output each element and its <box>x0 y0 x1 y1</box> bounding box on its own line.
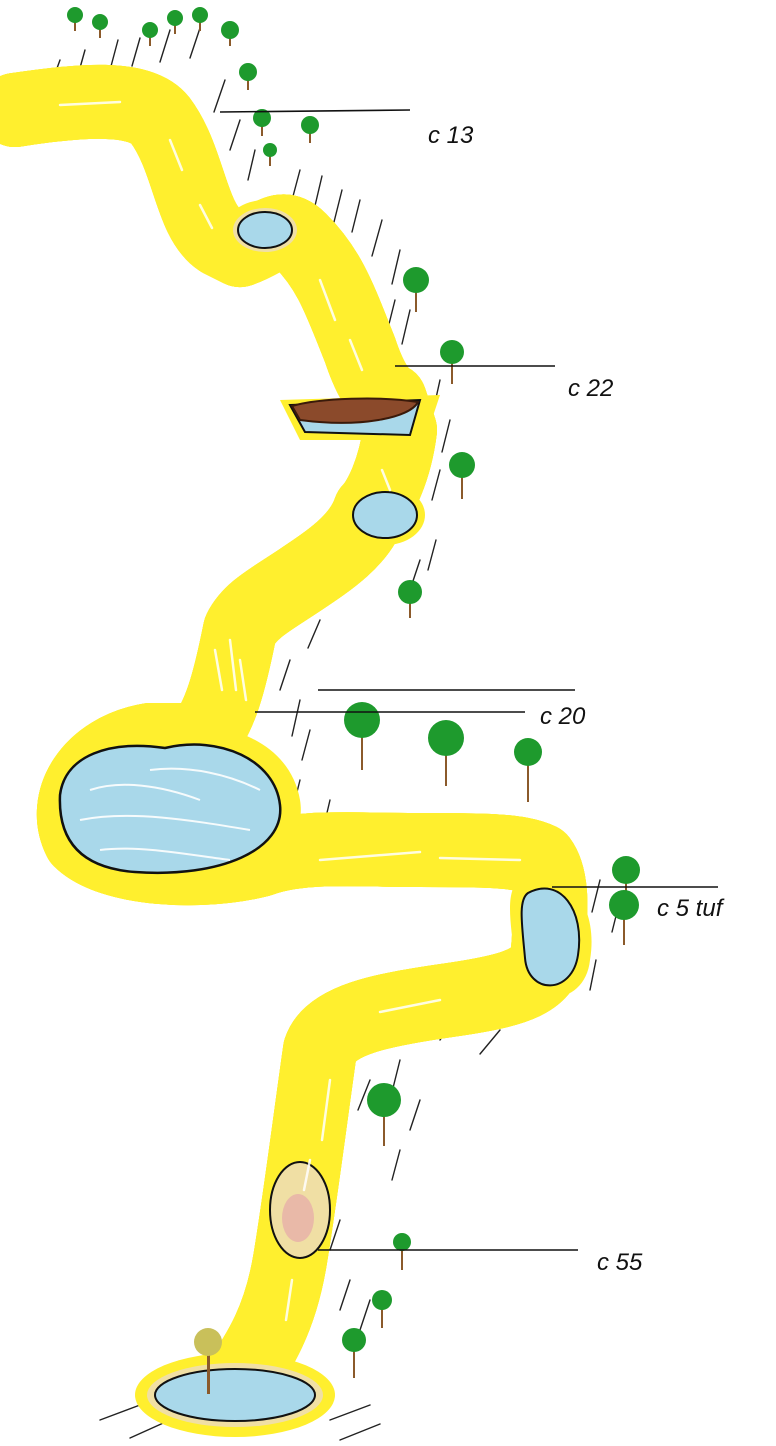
tree-icon <box>398 580 422 618</box>
tree-icon <box>403 267 429 312</box>
tree-icon <box>142 22 158 46</box>
tree-icon <box>301 116 319 143</box>
tree-icon <box>239 63 257 90</box>
tree-icon <box>514 738 542 802</box>
tree-icon <box>428 720 464 786</box>
label-c22: c 22 <box>568 375 613 402</box>
callout-labels: c 13 c 22 c 20 c 5 tuf c 55 <box>428 122 725 1276</box>
label-c20: c 20 <box>540 703 586 730</box>
label-c13: c 13 <box>428 122 474 149</box>
tree-icon <box>367 1083 401 1146</box>
tree-icon <box>342 1328 366 1378</box>
label-c55: c 55 <box>597 1249 643 1276</box>
tree-icon <box>192 7 208 31</box>
tree-icon <box>372 1290 392 1328</box>
tree-icon <box>440 340 464 384</box>
tree-icon <box>253 109 271 136</box>
label-c5-tuf: c 5 tuf <box>657 895 725 922</box>
tree-icon <box>393 1233 411 1270</box>
trees <box>67 7 640 1394</box>
tree-icon <box>263 143 277 166</box>
tree-icon <box>67 7 83 31</box>
tree-icon <box>449 452 475 499</box>
tree-icon <box>92 14 108 38</box>
tree-icon <box>221 21 239 46</box>
tree-icon <box>609 890 639 945</box>
